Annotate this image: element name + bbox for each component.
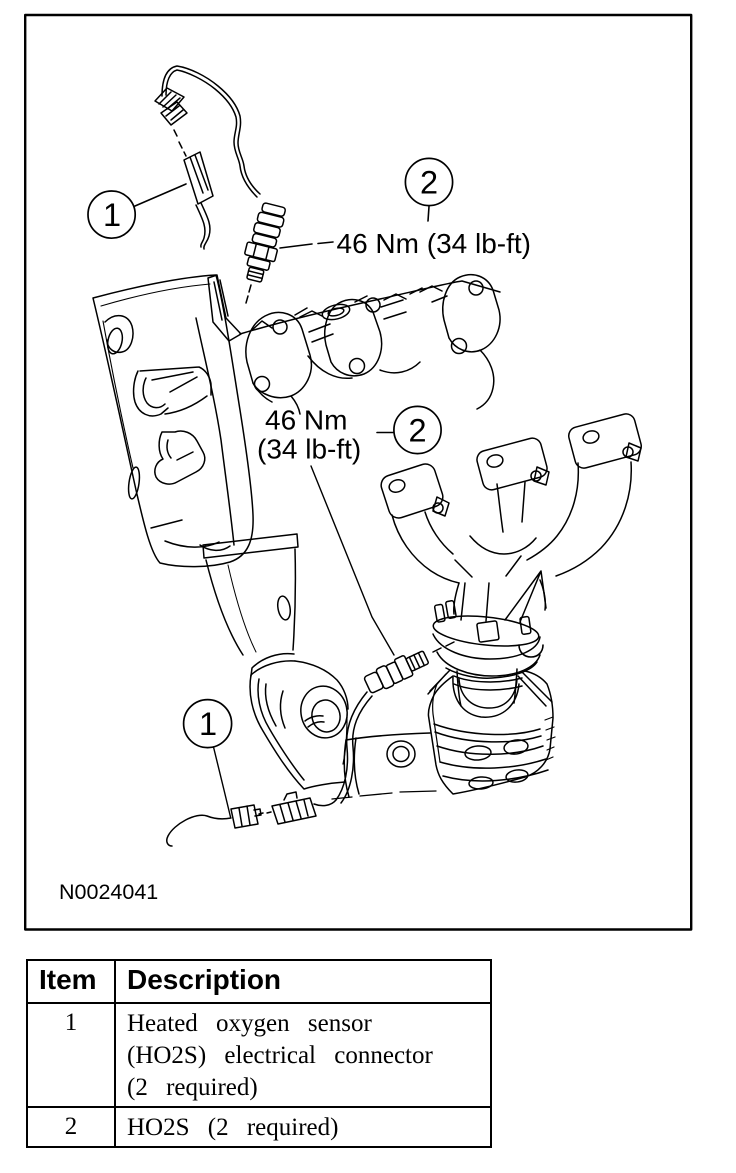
svg-text:N0024041: N0024041 [59,880,158,904]
svg-text:46 Nm: 46 Nm [265,405,347,436]
svg-text:1: 1 [199,706,217,742]
svg-text:46 Nm (34 lb-ft): 46 Nm (34 lb-ft) [337,228,532,259]
svg-text:(34 lb-ft): (34 lb-ft) [257,434,361,465]
svg-text:2: 2 [408,413,426,449]
svg-text:2: 2 [420,165,438,201]
svg-text:1: 1 [103,197,121,233]
